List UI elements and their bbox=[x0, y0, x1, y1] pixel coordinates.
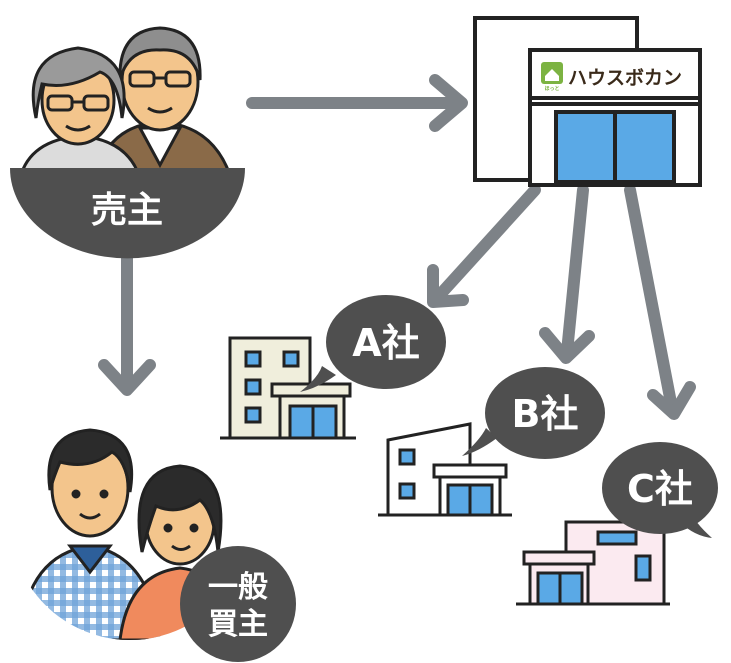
store-logo-text: ハウスボカン bbox=[568, 67, 682, 89]
company-b-bubble: B社 bbox=[462, 367, 605, 459]
arrow-store-to-c bbox=[624, 184, 696, 420]
buyer-label-line2: 買主 bbox=[208, 607, 268, 642]
company-a-building bbox=[220, 336, 356, 440]
buyer-label-line1: 一般 bbox=[208, 570, 268, 605]
seller-label: 売主 bbox=[91, 190, 163, 231]
company-c-label: C社 bbox=[627, 467, 693, 511]
buyer-label-bg bbox=[180, 546, 296, 662]
company-a-bubble: A社 bbox=[300, 295, 446, 392]
company-b-label: B社 bbox=[512, 392, 579, 436]
buyer-illustration: 一般 買主 bbox=[18, 428, 296, 662]
store-logo-small: ほっと bbox=[544, 85, 559, 92]
arrows bbox=[98, 74, 696, 420]
arrow-store-to-b bbox=[539, 184, 595, 364]
seller-woman bbox=[18, 46, 143, 180]
company-a-label: A社 bbox=[352, 321, 419, 365]
company-c-bubble: C社 bbox=[602, 442, 718, 538]
seller-illustration: 売主 bbox=[10, 26, 245, 259]
house-docan-store: ほっと ハウスボカン bbox=[473, 16, 702, 187]
arrow-store-to-a bbox=[427, 184, 541, 308]
company-b-building bbox=[378, 422, 512, 517]
arrow-seller-to-store bbox=[246, 74, 468, 132]
arrow-seller-to-buyer bbox=[98, 249, 156, 396]
store-logo: ほっと ハウスボカン bbox=[541, 62, 682, 92]
company-c-building bbox=[516, 520, 670, 606]
seller-label-bg bbox=[10, 168, 245, 259]
